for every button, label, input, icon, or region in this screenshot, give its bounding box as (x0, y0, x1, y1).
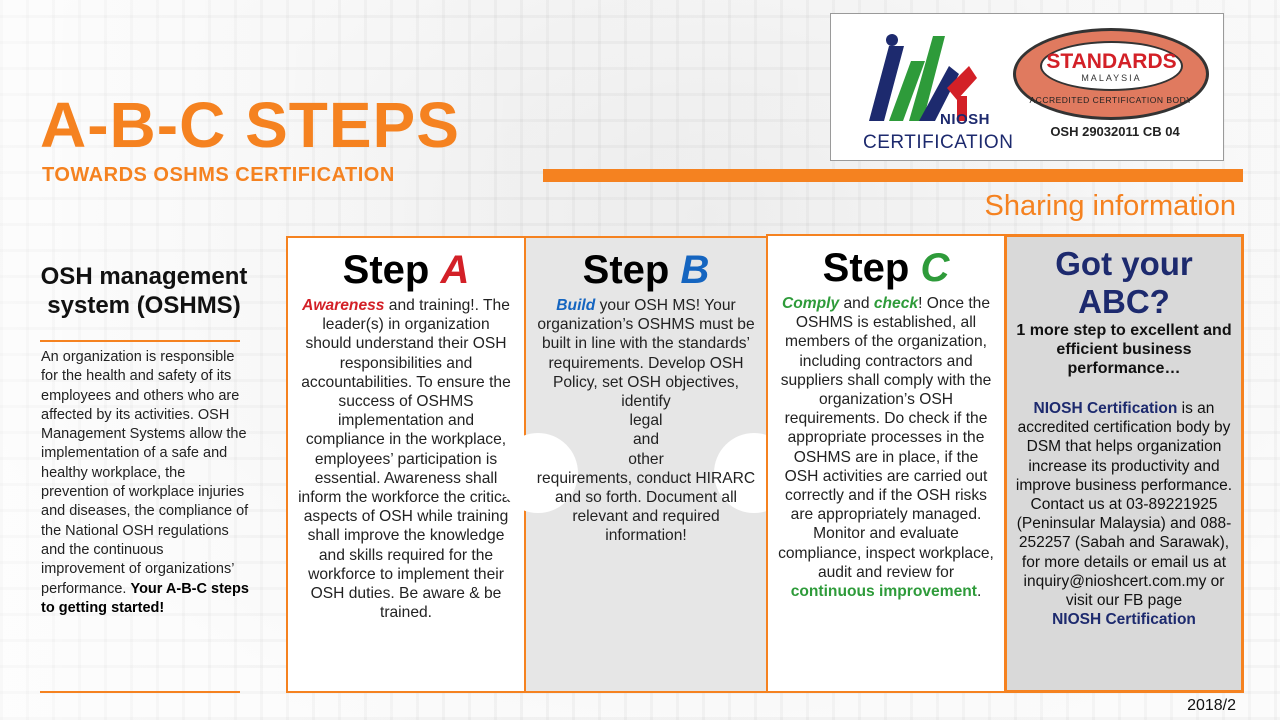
step-c-highlight-check: check (873, 295, 919, 312)
step-a-highlight: Awareness (302, 297, 385, 314)
step-c-title: Step C (822, 246, 950, 290)
step-b-letter: B (680, 248, 710, 292)
left-rule-top (40, 340, 240, 342)
step-c-highlight-improvement: continuous improvement (790, 583, 977, 601)
certification-word: CERTIFICATION (863, 132, 1014, 153)
step-a-letter: A (440, 248, 470, 292)
step-c-panel: Step C Comply and check! Once the OSHMS … (766, 234, 1006, 693)
niosh-brand-text: NIOSH Certification (1033, 400, 1178, 417)
left-body-text: An organization is responsible for the h… (41, 349, 249, 597)
got-abc-heading: Got your ABC? (1055, 245, 1193, 320)
fb-page-name: NIOSH Certification (1052, 611, 1196, 629)
standards-arc-text: ACCREDITED CERTIFICATION BODY (1029, 95, 1193, 105)
header-divider (543, 169, 1243, 182)
niosh-word: NIOSH (940, 111, 991, 128)
step-c-highlight-comply: Comply (781, 295, 840, 312)
left-heading: OSH management system (OSHMS) (40, 263, 248, 319)
got-abc-text: NIOSH Certification is an accredited cer… (1013, 399, 1235, 629)
step-c-letter: C (920, 246, 950, 290)
left-rule-bottom (40, 691, 240, 693)
step-b-title: Step B (582, 248, 710, 292)
step-a-panel: Step A Awareness and training!. The lead… (286, 236, 526, 693)
footer-year: 2018/2 (1187, 697, 1236, 714)
standards-country: MALAYSIA (1081, 73, 1142, 83)
step-b-text: Build your OSH MS! Your organization’s O… (536, 297, 756, 545)
page-subtitle: TOWARDS OSHMS CERTIFICATION (42, 164, 395, 186)
standards-name: STANDARDS (1046, 50, 1177, 73)
got-abc-panel: Got your ABC? 1 more step to excellent a… (1004, 234, 1244, 693)
niosh-logo: NIOSH CERTIFICATION (849, 26, 1013, 154)
niosh-emblem-icon (869, 34, 977, 121)
step-b-panel: Step B Build your OSH MS! Your organizat… (498, 236, 794, 693)
page-title: A-B-C STEPS (40, 89, 460, 161)
standards-malaysia-logo: STANDARDS MALAYSIA ACCREDITED CERTIFICAT… (1013, 28, 1209, 120)
step-a-title: Step A (342, 248, 470, 292)
left-body: An organization is responsible for the h… (41, 348, 251, 618)
puzzle-notch-left (498, 433, 578, 513)
step-c-text: Comply and check! Once the OSHMS is esta… (778, 295, 994, 601)
got-abc-subheading: 1 more step to excellent and efficient b… (1016, 322, 1232, 377)
step-b-highlight: Build (556, 297, 596, 314)
logo-box: NIOSH CERTIFICATION STANDARDS MALAYSIA A… (830, 13, 1224, 161)
left-body-strong: Your A-B-C steps to getting started! (41, 580, 249, 616)
sharing-label: Sharing information (984, 190, 1236, 222)
step-a-text: Awareness and training!. The leader(s) i… (298, 297, 514, 622)
standards-code: OSH 29032011 CB 04 (1050, 124, 1180, 139)
